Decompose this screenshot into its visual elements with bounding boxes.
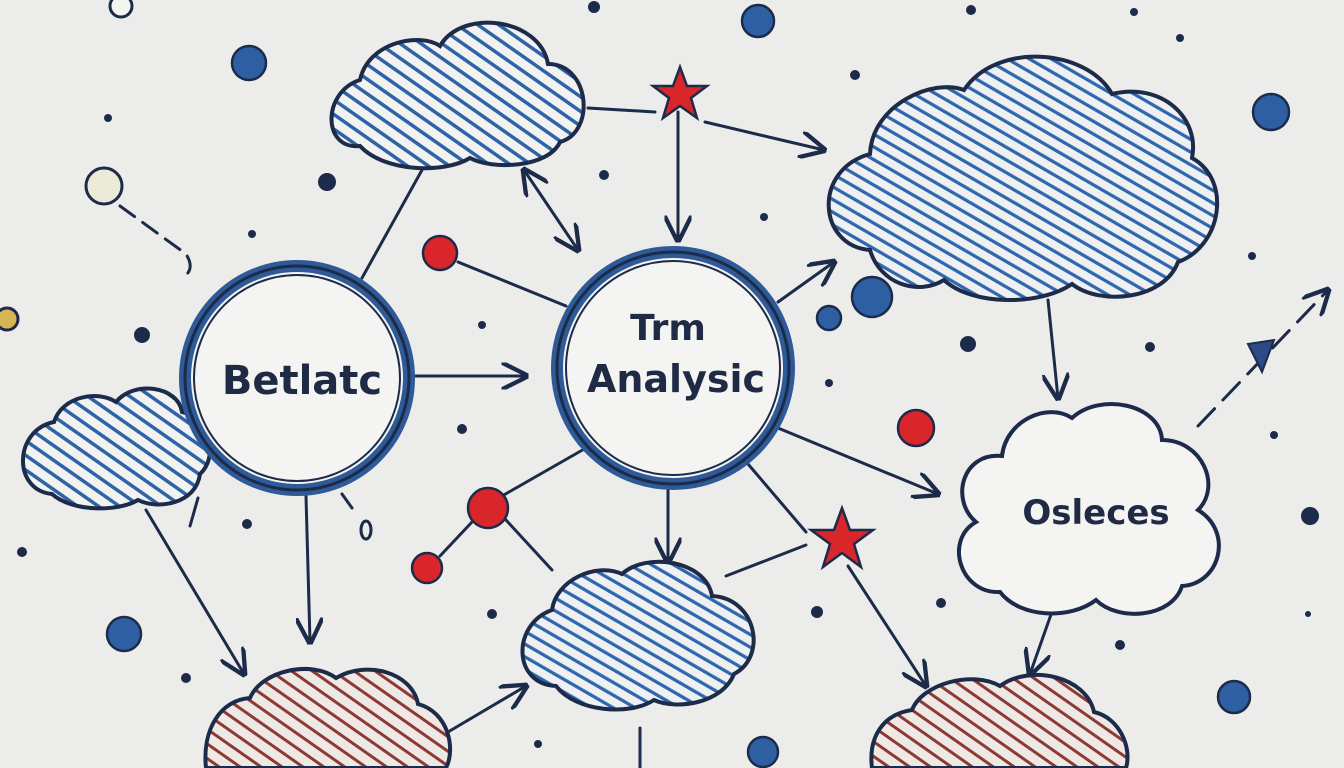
small-dots	[17, 1, 1319, 748]
connector-line	[776, 426, 938, 494]
cloud-node-osleces: Osleces	[957, 402, 1221, 616]
cloud-bottom-right	[869, 672, 1130, 768]
connector-line	[306, 494, 310, 642]
connector-line	[724, 543, 808, 578]
star-icon	[649, 63, 711, 122]
connector-line	[703, 120, 824, 150]
small-ring	[359, 519, 373, 541]
cloud-bottom-center	[520, 559, 756, 712]
connector-line	[500, 446, 588, 498]
connector-line	[586, 106, 657, 114]
connector-line	[438, 520, 474, 558]
cloud-left	[21, 386, 213, 511]
trm-label: Trm	[630, 308, 706, 349]
analysic-label: Analysic	[587, 357, 765, 401]
red-dot	[421, 234, 459, 272]
connector-line	[746, 462, 808, 534]
connector-line	[446, 686, 526, 734]
blue-dot	[850, 275, 894, 319]
cloud-bottom-left	[203, 666, 453, 768]
blue-dots	[105, 3, 1291, 768]
yellow-dot	[0, 306, 20, 332]
blue-dot	[105, 615, 143, 653]
connector-line	[1030, 604, 1056, 674]
connector-line	[524, 170, 578, 250]
dashed-connector	[118, 204, 192, 280]
blue-dot	[1216, 679, 1252, 715]
connector-lines	[118, 106, 1328, 768]
red-dot	[410, 551, 444, 585]
cloud-top-right	[826, 54, 1220, 303]
connector-line	[360, 168, 424, 280]
connector-line	[504, 518, 554, 572]
connector-line	[846, 564, 926, 686]
osleces-label: Osleces	[1022, 493, 1169, 533]
connector-line	[188, 496, 200, 528]
star-icon	[807, 504, 877, 571]
betlatc-label: Betlatc	[222, 358, 382, 404]
blue-dot	[815, 304, 843, 332]
red-dots	[410, 234, 936, 585]
connector-line	[776, 262, 834, 304]
outline-dot	[84, 166, 124, 206]
blue-dot	[1251, 92, 1291, 132]
connector-line	[340, 492, 354, 510]
outline-dot	[108, 0, 134, 19]
triangle-marker-icon	[1246, 338, 1276, 375]
connector-line	[144, 508, 244, 674]
red-dot	[466, 486, 510, 530]
connector-line	[456, 260, 568, 308]
blue-dot	[746, 735, 780, 768]
red-dot	[896, 408, 936, 448]
circle-node-betlatc: Betlatc	[179, 260, 415, 496]
blue-dot	[230, 44, 268, 82]
blue-dot	[740, 3, 776, 39]
circle-node-trm-analysic: Trm Analysic	[551, 246, 795, 490]
cloud-top-center	[329, 20, 586, 171]
connector-line	[1048, 298, 1058, 398]
